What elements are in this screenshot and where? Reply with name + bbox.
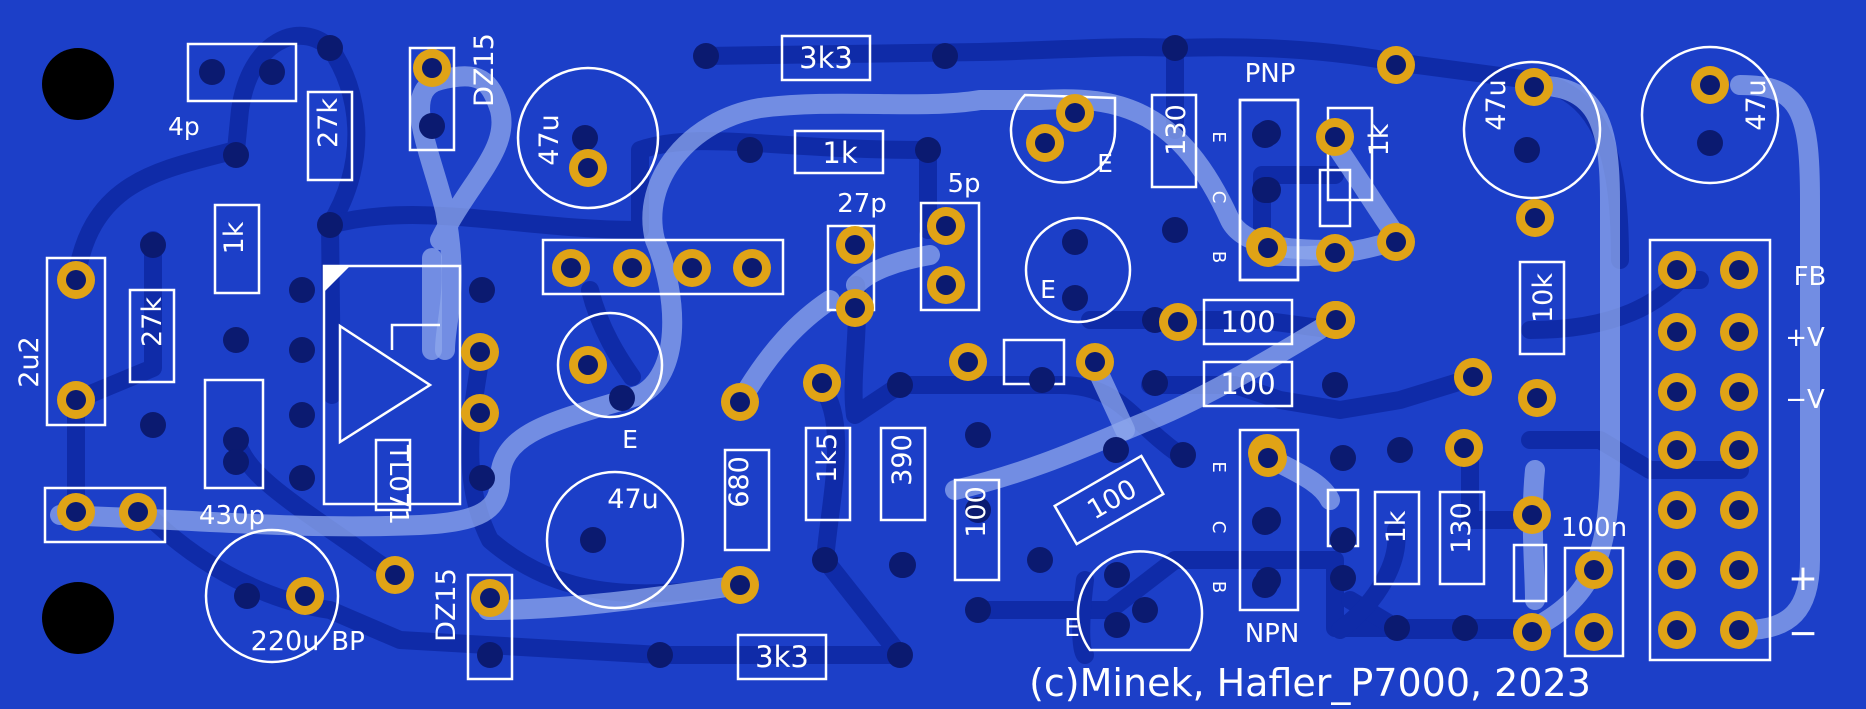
label-r390: 390 xyxy=(887,434,918,486)
label-minus: − xyxy=(1788,613,1818,654)
label-npn: NPN xyxy=(1245,619,1300,649)
label-r1k-right: 1k xyxy=(1364,123,1395,156)
label-pnp: PNP xyxy=(1245,59,1296,89)
silkscreen-outlines xyxy=(43,34,1780,681)
label-r680: 680 xyxy=(724,456,755,508)
label-c47u-d: 47u xyxy=(607,484,658,515)
label-r100-v: 100 xyxy=(961,486,992,538)
label-dz15-bottom: DZ15 xyxy=(431,568,462,642)
label-pin-b-1: B xyxy=(1208,251,1229,263)
label-pin-c-1: C xyxy=(1208,191,1229,204)
label-pin-e-5: E xyxy=(1208,131,1229,142)
label-plus-v: +V xyxy=(1785,323,1825,353)
label-pin-b-2: B xyxy=(1208,581,1229,593)
label-pin-e-2: E xyxy=(1040,275,1056,304)
label-c47u-c: 47u xyxy=(1741,79,1772,130)
label-r1k5: 1k5 xyxy=(812,433,843,483)
label-r130-npn: 130 xyxy=(1446,502,1477,554)
label-r3k3-bottom: 3k3 xyxy=(755,640,809,674)
label-c2u2: 2u2 xyxy=(14,336,45,387)
mounting-hole-top xyxy=(42,48,114,120)
silkscreen-labels: 4p 27k DZ15 47u 3k3 1k 130 PNP 1k 47u 47… xyxy=(14,33,1826,705)
label-r10k: 10k xyxy=(1528,273,1559,323)
copyright-text: (c)Minek, Hafler_P7000, 2023 xyxy=(1029,661,1591,705)
label-c4p: 4p xyxy=(168,112,200,141)
label-r1k-npn: 1k xyxy=(1381,510,1412,543)
opamp-u1 xyxy=(322,264,462,512)
label-c220u: 220u xyxy=(251,626,320,657)
label-bp: BP xyxy=(331,627,365,657)
pnp-npn-pads xyxy=(1238,98,1300,593)
label-fb: FB xyxy=(1794,262,1827,292)
label-r1k-left: 1k xyxy=(219,221,250,254)
label-pin-e-1: E xyxy=(1097,149,1113,178)
label-c5p: 5p xyxy=(947,169,980,199)
label-r27k-top: 27k xyxy=(313,98,344,148)
label-r27k-left: 27k xyxy=(137,297,168,347)
label-pin-e-6: E xyxy=(1208,461,1229,472)
label-pin-e-3: E xyxy=(622,425,638,454)
label-plus: + xyxy=(1788,558,1818,599)
label-c47u-a: 47u xyxy=(534,114,565,165)
label-c100n: 100n xyxy=(1561,513,1627,543)
label-c47u-b: 47u xyxy=(1481,79,1512,130)
label-c430p: 430p xyxy=(199,501,265,531)
label-r130-top: 130 xyxy=(1161,104,1192,156)
label-r100-h1: 100 xyxy=(1220,305,1275,339)
label-dz15-top: DZ15 xyxy=(469,33,500,107)
label-minus-v: −V xyxy=(1785,385,1825,415)
mounting-hole-bottom xyxy=(42,582,114,654)
label-r100-h2: 100 xyxy=(1220,367,1275,401)
label-r1k-mid: 1k xyxy=(822,136,857,170)
label-r3k3-top: 3k3 xyxy=(799,41,853,75)
label-opamp-ref: TL071 xyxy=(383,444,413,525)
label-c27p: 27p xyxy=(837,189,887,219)
label-pin-c-2: C xyxy=(1208,521,1229,534)
label-pin-e-4: E xyxy=(1064,613,1080,642)
